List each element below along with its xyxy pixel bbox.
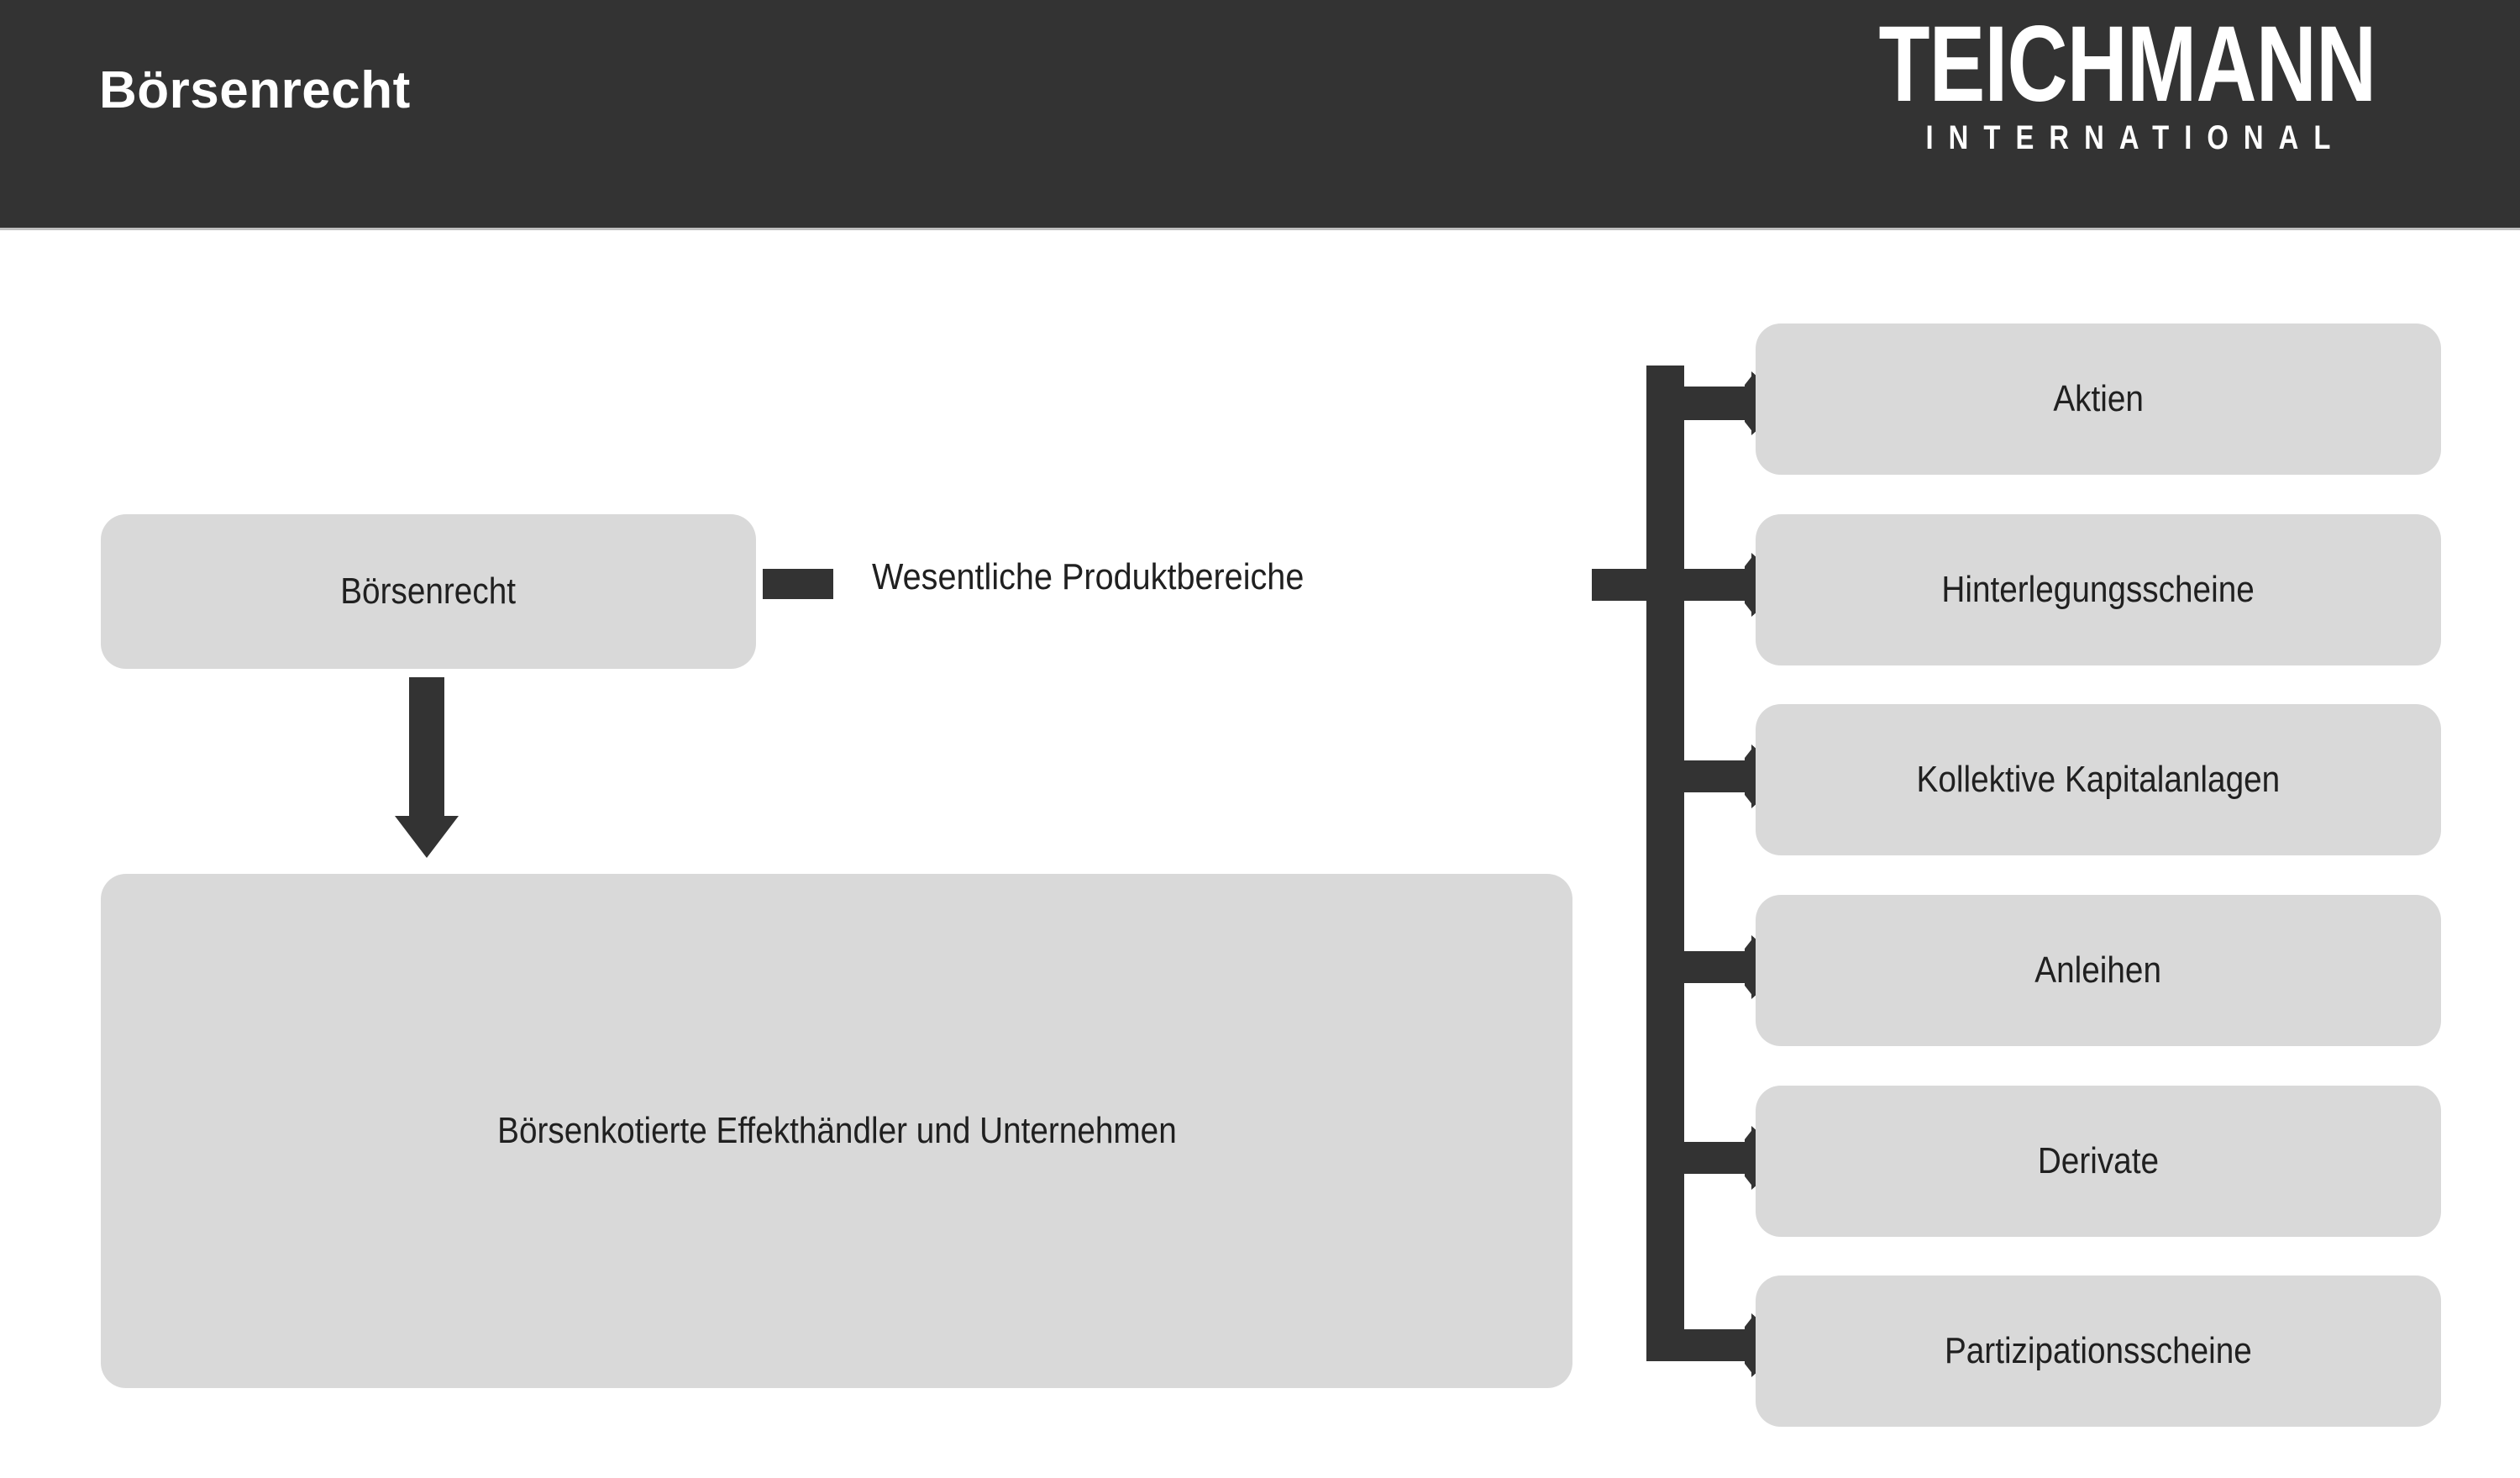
- node-boersenrecht[interactable]: Börsenrecht: [101, 514, 756, 669]
- node-product-kollektive-kapitalanlagen-label: Kollektive Kapitalanlagen: [1916, 758, 2281, 800]
- node-listed-companies-label: Börsenkotierte Effekthändler und Unterne…: [496, 1109, 1177, 1151]
- node-product-partizipationsscheine-label: Partizipationsscheine: [1945, 1329, 2252, 1371]
- slide-header: Börsenrecht TEICHMANN INTERNATIONAL: [0, 0, 2520, 230]
- node-product-hinterlegungsscheine-label: Hinterlegungsscheine: [1941, 568, 2255, 610]
- node-product-derivate-label: Derivate: [2037, 1139, 2160, 1181]
- teichmann-logo: TEICHMANN INTERNATIONAL: [1809, 4, 2446, 157]
- node-product-anleihen-label: Anleihen: [2034, 949, 2162, 991]
- bullet-square-icon: [763, 569, 833, 599]
- node-boersenrecht-label: Börsenrecht: [340, 570, 517, 612]
- node-product-aktien-label: Aktien: [2053, 377, 2144, 419]
- node-product-derivate[interactable]: Derivate: [1756, 1086, 2441, 1237]
- page-title: Börsenrecht: [99, 61, 411, 119]
- down-arrow-icon: [395, 677, 459, 858]
- node-product-kollektive-kapitalanlagen[interactable]: Kollektive Kapitalanlagen: [1756, 704, 2441, 855]
- logo-wordmark: TEICHMANN: [1878, 4, 2377, 124]
- node-product-aktien[interactable]: Aktien: [1756, 323, 2441, 475]
- node-product-hinterlegungsscheine[interactable]: Hinterlegungsscheine: [1756, 514, 2441, 665]
- branch-trunk: [1646, 366, 1684, 1361]
- branch-caption-label: Wesentliche Produktbereiche: [872, 556, 1305, 597]
- logo-subtitle: INTERNATIONAL: [1925, 118, 2346, 156]
- node-product-anleihen[interactable]: Anleihen: [1756, 895, 2441, 1046]
- node-listed-companies[interactable]: Börsenkotierte Effekthändler und Unterne…: [101, 874, 1572, 1388]
- node-product-partizipationsscheine[interactable]: Partizipationsscheine: [1756, 1275, 2441, 1427]
